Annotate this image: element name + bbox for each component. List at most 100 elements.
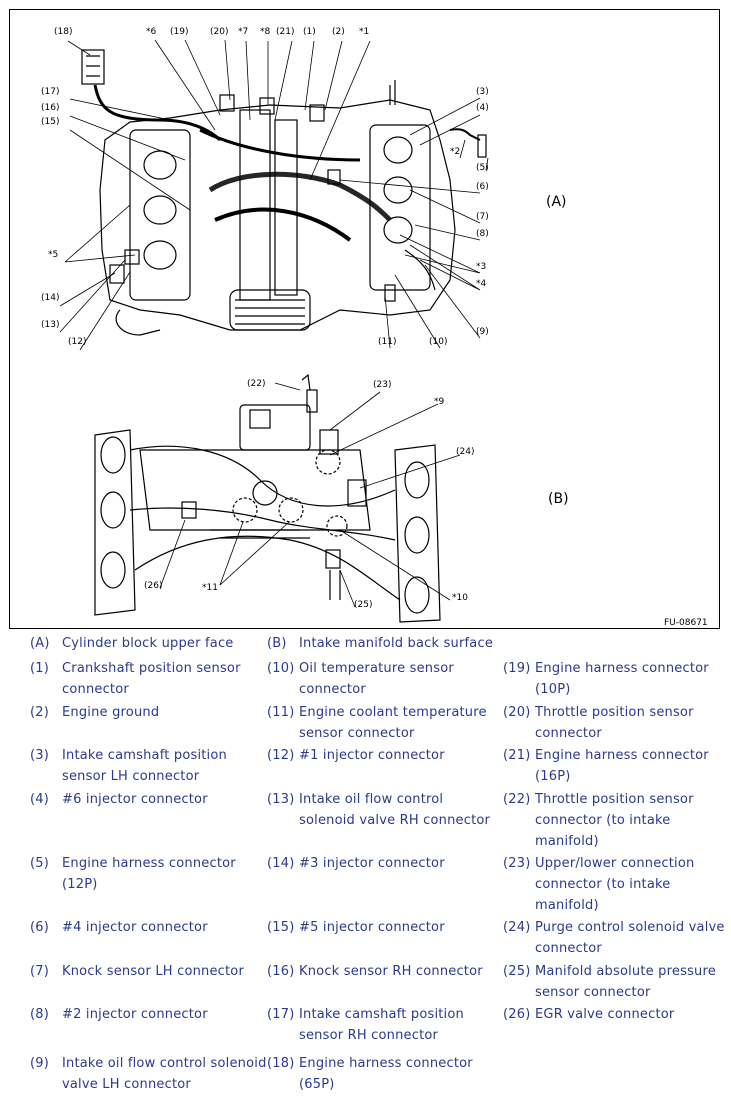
callout-18: (18) [54,27,72,37]
callout-26: (26) [144,581,162,591]
legend-item-number: (17) [267,1007,295,1022]
callouts-b: (22) (23) *9 (24) (26) *11 (25) *10 [144,379,474,610]
callout-8: (8) [476,229,489,239]
callout-16: (16) [41,103,59,113]
callout-21: (21) [276,27,294,37]
callout-23: (23) [373,380,391,390]
legend-item-text: Engine coolant temperature sensor connec… [299,705,487,741]
callout-12: (12) [68,337,86,347]
legend-item-text: #4 injector connector [62,920,208,935]
legend-item-number: (20) [503,705,531,720]
legend-item-number: (4) [30,792,50,807]
legend-item-text: Knock sensor LH connector [62,964,245,979]
legend-item-number: (24) [503,920,531,935]
callout-24: (24) [456,447,474,457]
legend-item-number: (11) [267,705,295,720]
legend-item-number: (A) [30,636,50,651]
legend-item-number: (16) [267,964,295,979]
callout-6: (6) [476,182,489,192]
callouts-a: (18) *6 (19) (20) *7 *8 (21) (1) (2) *1 … [41,27,489,347]
legend-item-number: (13) [267,792,295,807]
callout-15: (15) [41,117,59,127]
legend-item-number: (3) [30,748,50,763]
legend-item-number: (18) [267,1056,295,1071]
legend-item-number: (10) [267,661,295,676]
callout-25: (25) [354,600,372,610]
callout-star-9: *9 [434,397,445,407]
callout-5: (5) [476,163,489,173]
callout-20: (20) [210,27,228,37]
legend-item-text: Intake camshaft position sensor LH conne… [62,748,227,784]
engine-illustration [81,49,487,336]
legend-item-text: Intake manifold back surface [299,636,494,651]
legend-item-text: Purge control solenoid valve connector [535,920,725,956]
legend-item-text: Intake camshaft position sensor RH conne… [299,1007,464,1043]
callout-10: (10) [429,337,447,347]
callout-11: (11) [378,337,396,347]
callout-star-8: *8 [260,27,271,37]
legend-item-text: Throttle position sensor connector [535,705,694,741]
callout-14: (14) [41,293,59,303]
callout-star-5: *5 [48,250,58,260]
legend-item-number: (6) [30,920,50,935]
callout-19: (19) [170,27,188,37]
callout-star-10: *10 [452,593,468,603]
legend-item-number: (22) [503,792,531,807]
legend-item-number: (9) [30,1056,50,1071]
callout-22: (22) [247,379,265,389]
callout-17: (17) [41,87,59,97]
engine-diagram-svg: (18) *6 (19) (20) *7 *8 (21) (1) (2) *1 … [41,27,708,628]
legend-item-number: (7) [30,964,50,979]
legend-item-number: (26) [503,1007,531,1022]
figure-id: FU-08671 [664,618,708,628]
legend-item-text: Engine harness connector (12P) [62,856,236,892]
legend: (A) Cylinder block upper face (B) Intake ma… [0,633,731,1103]
legend-item-text: Crankshaft position sensor connector [62,661,241,697]
legend-item-number: (5) [30,856,50,871]
callout-star-3: *3 [476,262,486,272]
legend-item-number: (15) [267,920,295,935]
legend-item-text: Oil temperature sensor connector [299,661,454,697]
panel-b-label: (B) [548,491,569,507]
callout-2: (2) [332,27,345,37]
legend-item-text: Intake oil flow control solenoid valve R… [299,792,491,828]
legend-item-number: (B) [267,636,287,651]
legend-item-number: (14) [267,856,295,871]
callout-7: (7) [476,212,489,222]
leader-lines-b [159,382,461,608]
legend-item-text: EGR valve connector [535,1007,675,1022]
legend-item-number: (1) [30,661,50,676]
legend-item-number: (21) [503,748,531,763]
manifold-illustration [94,373,441,623]
callout-star-1: *1 [359,27,369,37]
legend-item-text: #3 injector connector [299,856,445,871]
callout-star-6: *6 [146,27,157,37]
callout-3: (3) [476,87,489,97]
leader-lines-a [59,39,489,351]
engine-diagram-figure: (18) *6 (19) (20) *7 *8 (21) (1) (2) *1 … [9,9,720,629]
callout-1: (1) [303,27,316,37]
legend-item-text: Engine harness connector (65P) [299,1056,473,1092]
legend-item-text: Cylinder block upper face [62,636,234,651]
callout-4: (4) [476,103,489,113]
legend-item-number: (8) [30,1007,50,1022]
legend-item-text: Knock sensor RH connector [299,964,483,979]
legend-item-number: (2) [30,705,50,720]
callout-star-11: *11 [202,583,218,593]
legend-item-number: (12) [267,748,295,763]
legend-item-text: #5 injector connector [299,920,445,935]
legend-item-text: Engine harness connector (10P) [535,661,709,697]
legend-item-text: Upper/lower connection connector (to int… [535,856,695,913]
legend-item-number: (25) [503,964,531,979]
legend-item-number: (19) [503,661,531,676]
callout-9: (9) [476,327,489,337]
callout-star-7: *7 [238,27,248,37]
legend-item-text: #2 injector connector [62,1007,208,1022]
legend-item-text: #1 injector connector [299,748,445,763]
legend-item-text: Engine harness connector (16P) [535,748,709,784]
legend-item-text: Intake oil flow control solenoid valve L… [62,1056,267,1092]
legend-item-text: Engine ground [62,705,160,720]
callout-13: (13) [41,320,59,330]
callout-star-2: *2 [450,147,460,157]
panel-a-label: (A) [546,194,567,210]
